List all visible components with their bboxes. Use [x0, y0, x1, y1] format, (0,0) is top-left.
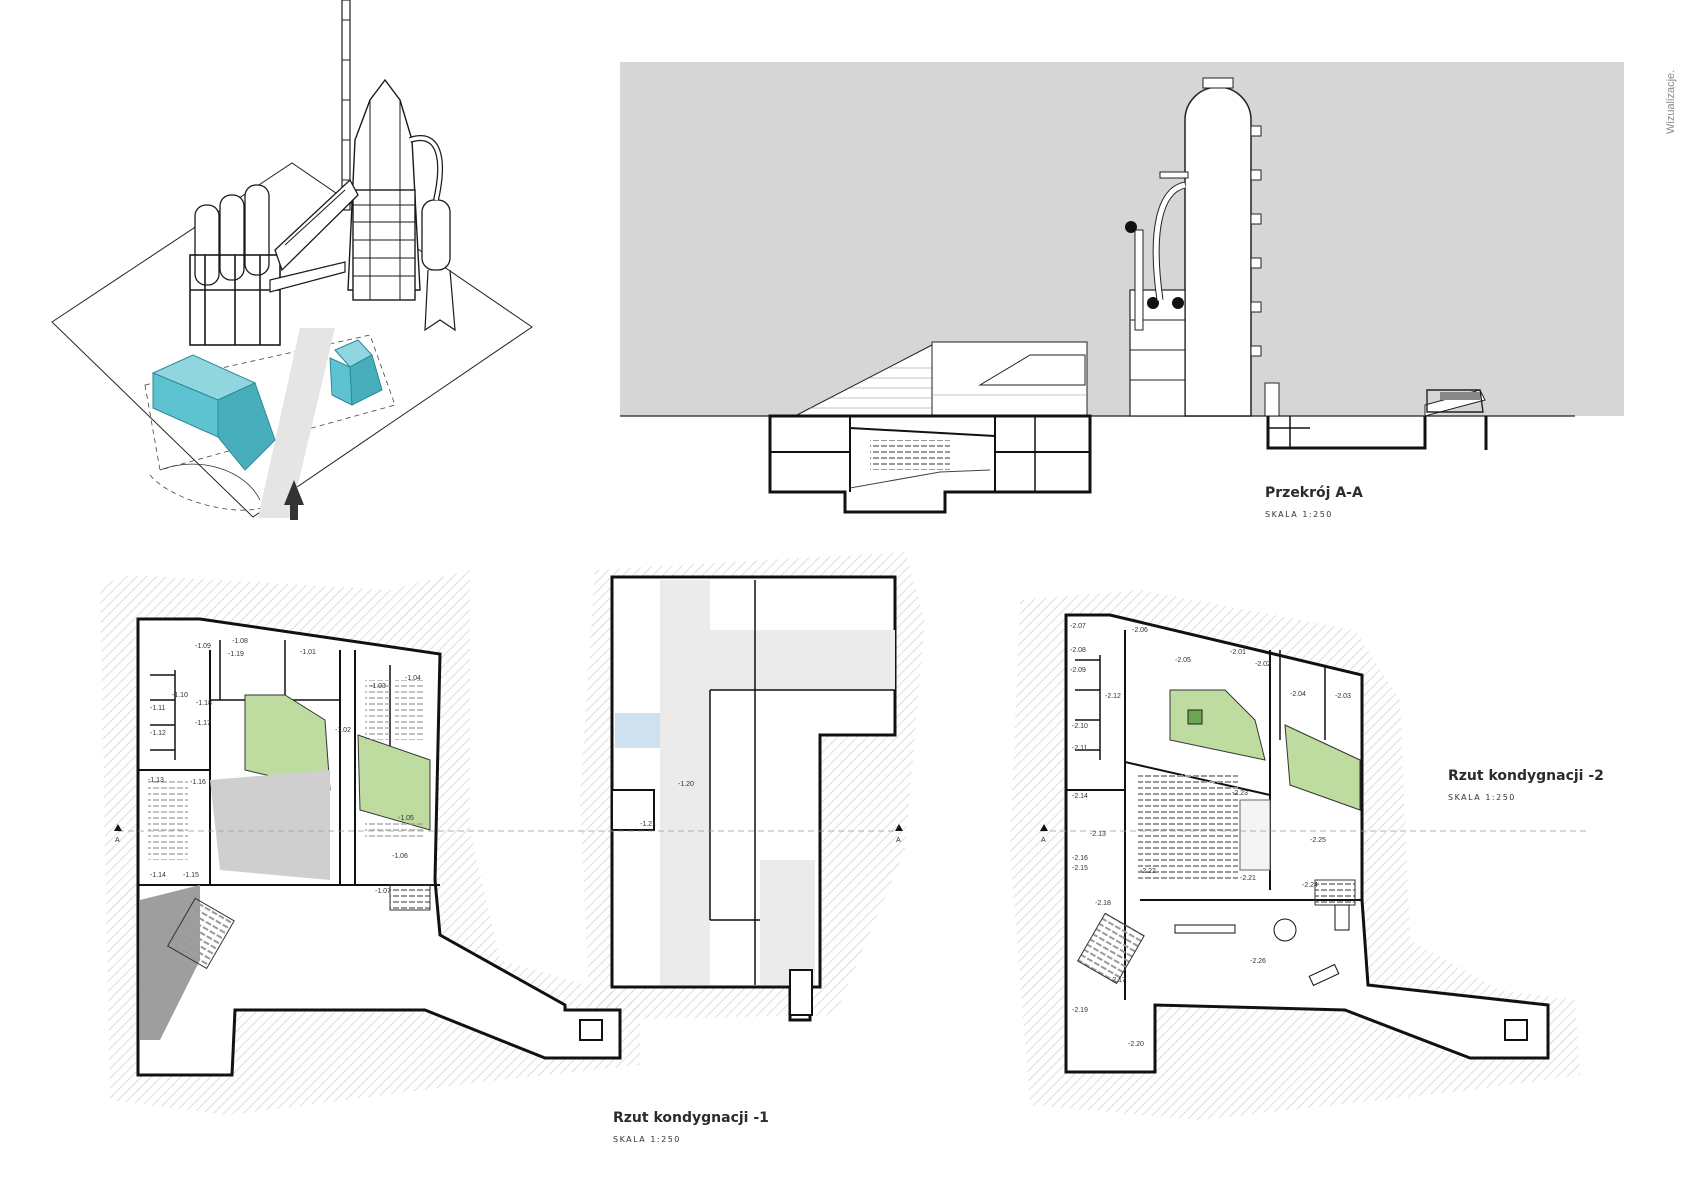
- svg-text:A: A: [115, 837, 120, 844]
- room-label: -2.04: [1290, 691, 1306, 698]
- room-label: -2.09: [1070, 667, 1086, 674]
- room-label: -2.26: [1250, 958, 1266, 965]
- room-label: -2.25: [1310, 837, 1326, 844]
- room-label: -2.24: [1302, 882, 1318, 889]
- room-label: -1.05: [398, 815, 414, 822]
- room-label: -2.22: [1140, 868, 1156, 875]
- room-label: -1.07: [375, 888, 391, 895]
- room-label: -2.03: [1335, 693, 1351, 700]
- room-label: -2.11: [1072, 745, 1088, 752]
- room-label: -2.02: [1255, 661, 1271, 668]
- room-label: -1.18: [196, 700, 212, 707]
- section-drawing: [620, 62, 1624, 514]
- room-label: -1.01: [300, 649, 316, 656]
- room-label: -1.21: [640, 821, 656, 828]
- garage-driveway: [660, 580, 710, 985]
- room-label: -1.16: [190, 779, 206, 786]
- section-scale: SKALA 1:250: [1265, 510, 1333, 519]
- plan-minus1-scale: SKALA 1:250: [613, 1135, 681, 1144]
- plan-minus1-title: Rzut kondygnacji -1: [613, 1110, 769, 1126]
- room-label: -1.09: [195, 643, 211, 650]
- floor-plan-minus-1: A A: [100, 552, 925, 1115]
- side-note: Wizualizacje.: [1665, 70, 1677, 134]
- room-label: -2.16: [1072, 855, 1088, 862]
- room-label: -2.19: [1072, 1007, 1088, 1014]
- room-label: -2.12: [1105, 693, 1121, 700]
- room-label: -1.04: [405, 675, 421, 682]
- room-label: -2.21: [1240, 875, 1256, 882]
- room-label: -1.06: [392, 853, 408, 860]
- highlighted-bay: [615, 713, 660, 748]
- room-label: -1.14: [150, 872, 166, 879]
- room-label: -1.02: [335, 727, 351, 734]
- room-label: -1.20: [678, 781, 694, 788]
- room-label: -2.05: [1175, 657, 1191, 664]
- svg-text:A: A: [896, 837, 901, 844]
- section-title: Przekrój A-A: [1265, 485, 1363, 501]
- room-label: -2.23: [1232, 790, 1248, 797]
- room-label: -1.13: [148, 777, 164, 784]
- room-label: -2.18: [1095, 900, 1111, 907]
- room-label: -1.15: [183, 872, 199, 879]
- axonometric-view: [51, 0, 533, 520]
- room-label: -2.15: [1072, 865, 1088, 872]
- room-label: -2.13: [1090, 831, 1106, 838]
- floor-plan-minus-2: A: [1010, 590, 1590, 1120]
- plan-minus2-title: Rzut kondygnacji -2: [1448, 768, 1604, 784]
- room-label: -2.07: [1070, 623, 1086, 630]
- room-label: -1.17: [195, 720, 211, 727]
- room-label: -2.17: [1110, 977, 1126, 984]
- room-label: -2.10: [1072, 723, 1088, 730]
- svg-text:A: A: [1041, 837, 1046, 844]
- room-label: -1.03: [370, 683, 386, 690]
- section-sky-background: [620, 62, 1624, 416]
- room-label: -1.19: [228, 651, 244, 658]
- plan-minus2-scale: SKALA 1:250: [1448, 793, 1516, 802]
- room-label: -2.14: [1072, 793, 1088, 800]
- room-label: -2.08: [1070, 647, 1086, 654]
- room-label: -1.10: [172, 692, 188, 699]
- room-label: -1.11: [150, 705, 166, 712]
- room-label: -2.20: [1128, 1041, 1144, 1048]
- room-label: -1.08: [232, 638, 248, 645]
- room-label: -2.06: [1132, 627, 1148, 634]
- room-label: -1.12: [150, 730, 166, 737]
- room-label: -2.01: [1230, 649, 1246, 656]
